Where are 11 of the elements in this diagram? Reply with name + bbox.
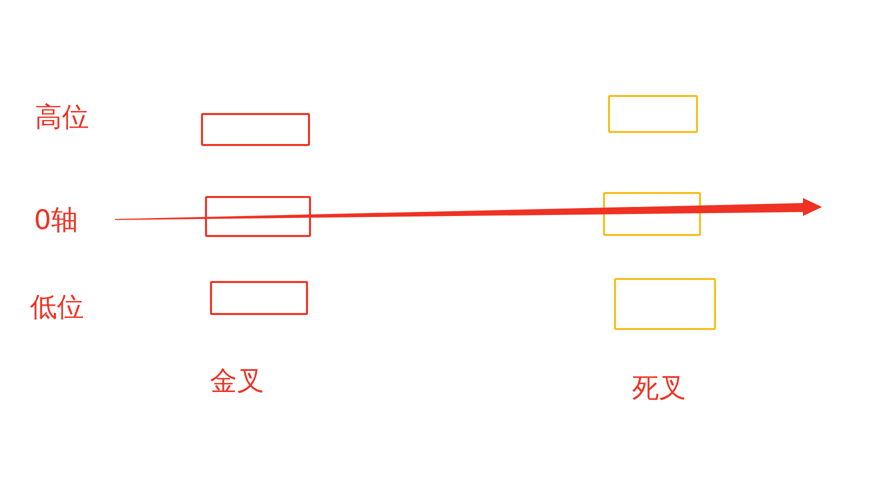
empty-box [210,281,308,315]
empty-box [205,196,311,237]
axis-label: 0轴 [34,205,78,237]
cross-label: 死叉 [632,373,686,405]
empty-box [603,192,701,236]
empty-box [608,95,698,133]
level-label: 高位 [35,102,89,134]
cross-label: 金叉 [210,366,264,398]
empty-box [614,278,716,330]
empty-box [201,113,310,146]
level-label: 低位 [30,292,84,324]
